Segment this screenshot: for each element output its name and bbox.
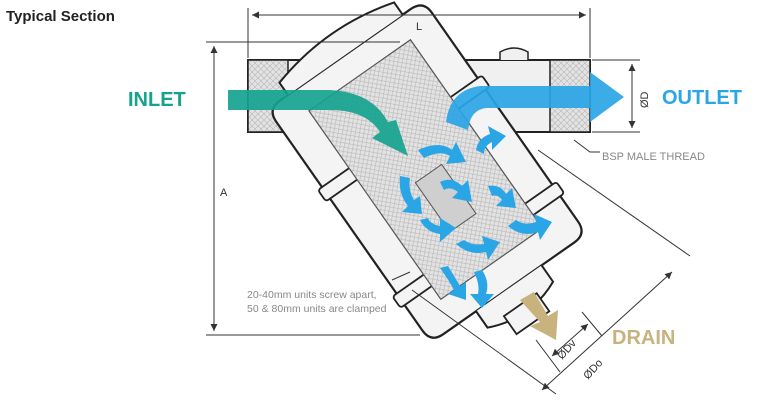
inlet-label: INLET bbox=[128, 89, 186, 111]
flow-arrow bbox=[399, 176, 422, 214]
drain-label: DRAIN bbox=[612, 327, 675, 349]
flow-arrow bbox=[488, 185, 516, 208]
flow-arrow bbox=[456, 236, 500, 260]
strainer-housing bbox=[271, 1, 583, 339]
clamp-note-line1: 20-40mm units screw apart, bbox=[247, 289, 377, 301]
flow-arrow bbox=[418, 142, 466, 164]
outlet-flow-arrow bbox=[446, 72, 624, 130]
flow-arrow bbox=[440, 266, 466, 300]
internal-flow-arrows bbox=[399, 126, 552, 308]
dim-d-label: ØD bbox=[639, 91, 651, 108]
dim-l-label: L bbox=[416, 21, 422, 33]
dim-dv-line bbox=[551, 323, 589, 357]
dim-a-label: A bbox=[220, 187, 228, 199]
inlet-flow-arrow bbox=[228, 90, 408, 156]
dimension-lines bbox=[206, 8, 691, 395]
clamp-note-line2: 50 & 80mm units are clamped bbox=[247, 303, 387, 315]
clamp-leader bbox=[391, 271, 411, 281]
flow-arrow bbox=[470, 270, 494, 308]
page-title: Typical Section bbox=[6, 8, 115, 25]
flow-arrow bbox=[440, 179, 472, 202]
flow-arrow bbox=[508, 214, 552, 240]
dim-dv-label: ØDv bbox=[555, 337, 579, 362]
flow-arrow bbox=[420, 218, 456, 242]
thread-leader bbox=[573, 139, 600, 153]
dim-do-label: ØDo bbox=[581, 357, 605, 382]
dim-do-line bbox=[541, 271, 673, 391]
thread-note: BSP MALE THREAD bbox=[602, 151, 705, 163]
outlet-label: OUTLET bbox=[662, 87, 742, 109]
flow-arrow bbox=[476, 126, 506, 154]
